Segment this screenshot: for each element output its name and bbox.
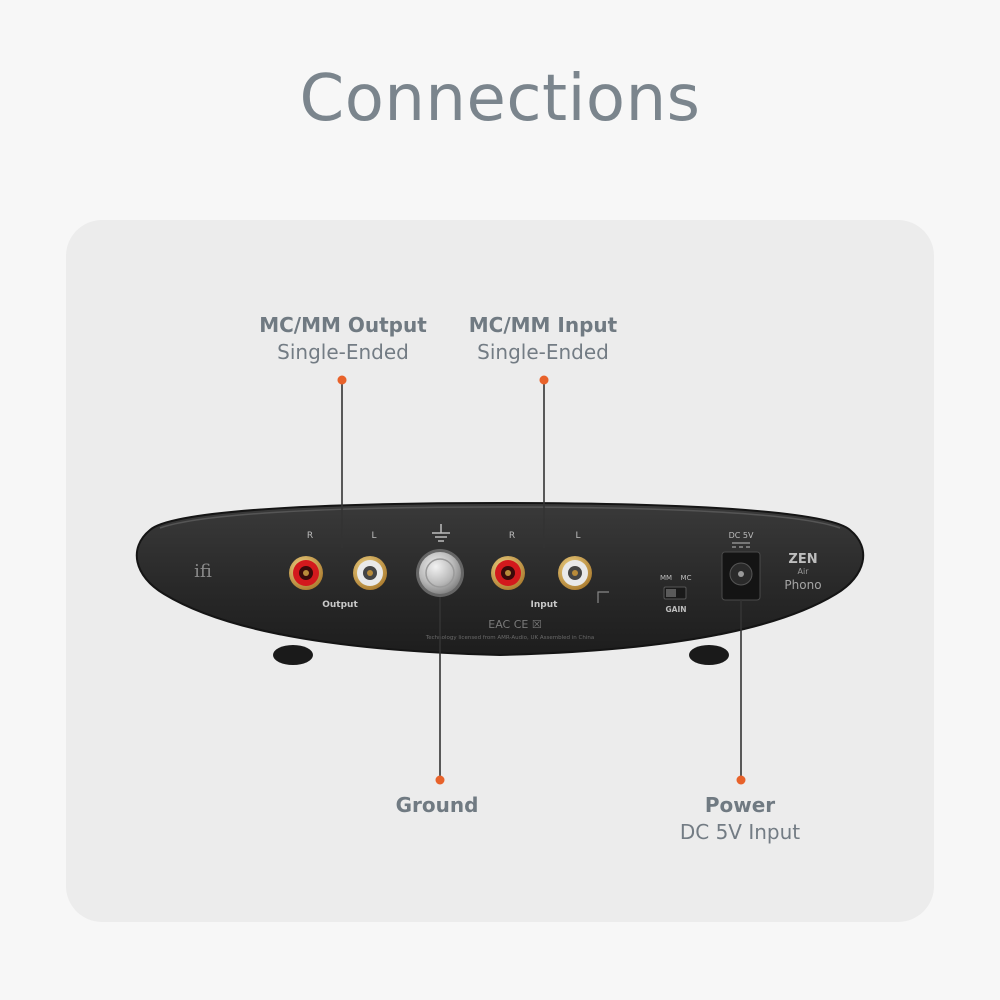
brand-logo: ifi	[194, 561, 212, 582]
zen-logo: ZEN	[788, 552, 817, 567]
label-mc: MC	[681, 574, 692, 582]
device-top-highlight	[159, 506, 841, 529]
zen-phono-label: Phono	[784, 578, 821, 592]
callout-output-subtitle: Single-Ended	[277, 340, 409, 364]
label-r-input: R	[509, 531, 515, 541]
label-dc: DC 5V	[729, 531, 754, 540]
callout-output-title: MC/MM Output	[259, 313, 427, 337]
callout-power-subtitle: DC 5V Input	[679, 820, 801, 844]
callout-input-title: MC/MM Input	[468, 313, 618, 337]
dot-power	[736, 775, 746, 785]
dot-ground	[435, 775, 445, 785]
label-mm: MM	[660, 574, 672, 582]
callout-power-title: Power	[704, 793, 776, 817]
label-l-output: L	[371, 531, 376, 541]
label-input: Input	[531, 600, 559, 610]
dc-polarity-icon	[732, 542, 750, 548]
rca-output-r-jack[interactable]	[289, 556, 323, 590]
callout-input: MC/MM Input Single-Ended	[428, 312, 658, 366]
dot-input	[539, 375, 549, 385]
leader-lines	[341, 380, 742, 780]
label-output: Output	[322, 600, 358, 610]
rca-input-r-jack[interactable]	[491, 556, 525, 590]
callout-output: MC/MM Output Single-Ended	[228, 312, 458, 366]
callout-power: Power DC 5V Input	[640, 792, 840, 846]
callout-input-subtitle: Single-Ended	[477, 340, 609, 364]
ground-symbol-icon	[432, 524, 450, 542]
callout-ground: Ground	[337, 792, 537, 819]
device-foot-left	[273, 645, 313, 665]
callout-dots	[337, 375, 746, 785]
ground-terminal[interactable]	[416, 549, 464, 597]
dc-power-jack[interactable]	[721, 551, 761, 601]
label-r-output: R	[307, 531, 313, 541]
cert-marks: EAC CE ☒	[488, 618, 541, 631]
rca-output-l-jack[interactable]	[353, 556, 387, 590]
device-foot-right	[689, 645, 729, 665]
dot-output	[337, 375, 347, 385]
corner-mark	[597, 591, 609, 603]
callout-ground-title: Ground	[395, 793, 479, 817]
gain-switch[interactable]	[663, 586, 687, 600]
page-title: Connections	[299, 62, 701, 136]
fineprint: Technology licensed from AMR-Audio, UK A…	[425, 635, 594, 641]
label-gain: GAIN	[665, 605, 686, 614]
label-l-input: L	[575, 531, 580, 541]
rca-input-l-jack[interactable]	[558, 556, 592, 590]
zen-air-label: Air	[798, 567, 810, 576]
